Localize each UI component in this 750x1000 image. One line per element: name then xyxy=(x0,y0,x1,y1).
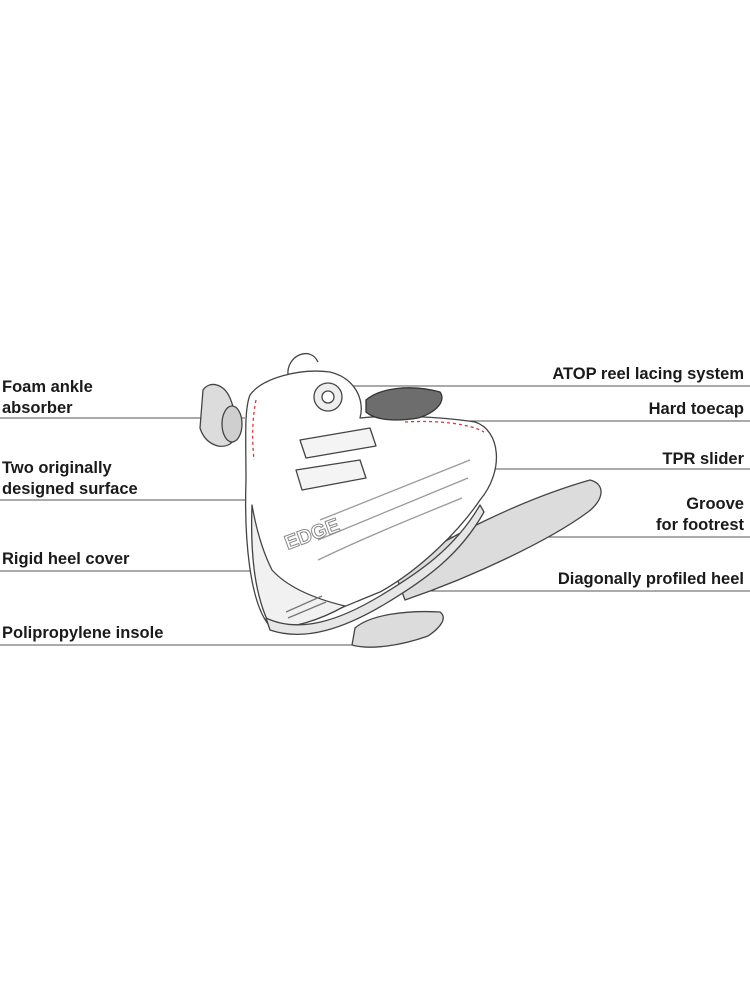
boot-sole xyxy=(265,504,485,636)
label-hard-toecap: Hard toecap xyxy=(648,400,744,418)
heel-detail xyxy=(285,595,323,613)
label-polipropylene-insole: Polipropylene insole xyxy=(2,624,164,642)
label-two-originally-designed-surface: Two originally designed surface xyxy=(2,459,138,498)
label-rigid-heel-cover: Rigid heel cover xyxy=(2,550,130,568)
surface-line xyxy=(317,497,463,561)
strap-2 xyxy=(295,459,367,491)
label-foam-ankle-absorber: Foam ankle absorber xyxy=(2,378,93,417)
surface-line xyxy=(317,477,469,541)
atop-reel-knob xyxy=(321,390,335,404)
label-atop-reel-lacing-system: ATOP reel lacing system xyxy=(552,365,744,383)
boot-upper xyxy=(245,370,498,626)
reel-loop xyxy=(287,352,319,376)
insole-plate xyxy=(351,610,444,648)
label-tpr-slider: TPR slider xyxy=(662,450,744,468)
label-diagonally-profiled-heel: Diagonally profiled heel xyxy=(557,570,744,588)
strap-1 xyxy=(299,427,377,459)
heel-detail xyxy=(287,601,327,619)
accent-dash xyxy=(252,399,257,461)
label-groove-for-footrest: Groove for footrest xyxy=(656,495,744,534)
surface-line xyxy=(319,459,471,521)
heel-cover xyxy=(251,504,346,628)
foam-ankle-ring xyxy=(221,405,243,443)
boot-illustration: EDGE xyxy=(199,352,602,648)
hard-toecap-part xyxy=(365,387,443,421)
